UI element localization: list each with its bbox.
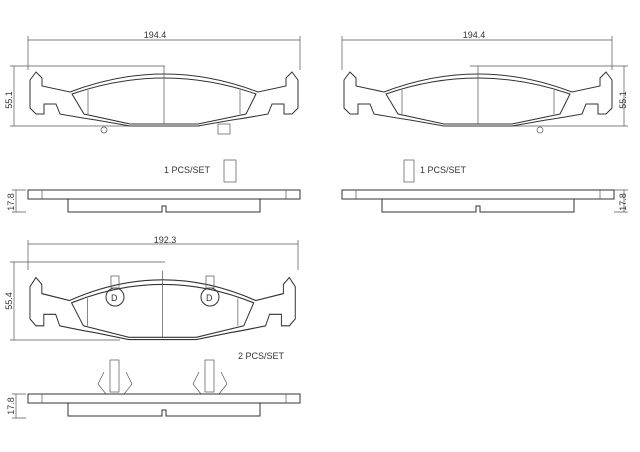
- width-label: 194.4: [463, 30, 486, 40]
- pad-side-view: [341, 189, 615, 213]
- width-label: 192.3: [154, 235, 177, 245]
- qty-label: 1 PCS/SET: [164, 165, 211, 175]
- svg-text:D: D: [111, 293, 118, 303]
- pad-drawing-3: 192.3 55.4 D D 2 PCS/SET 17.8: [4, 235, 301, 419]
- pad-drawing-2: 194.4 55.1 1 PCS/SET 17.8: [341, 30, 628, 213]
- pad-front-view: [29, 270, 296, 341]
- spring-clip-side-icon: [192, 359, 228, 395]
- clip-icon: D: [105, 275, 125, 307]
- thickness-label: 17.8: [6, 193, 16, 211]
- pad-front-view: [343, 65, 613, 127]
- wear-indicator-icon: [100, 126, 108, 134]
- svg-text:D: D: [206, 293, 213, 303]
- height-label: 55.1: [618, 91, 628, 109]
- pad-side-view: [27, 393, 301, 417]
- thickness-label: 17.8: [6, 397, 16, 415]
- spring-clip-side-icon: [97, 359, 133, 395]
- height-label: 55.4: [4, 292, 14, 310]
- qty-label: 1 PCS/SET: [420, 165, 467, 175]
- width-label: 194.4: [144, 30, 167, 40]
- pad-side-view: [27, 189, 301, 213]
- clip-icon: D: [200, 275, 220, 307]
- thickness-label: 17.8: [618, 193, 628, 211]
- sensor-clip-side-icon: [223, 159, 237, 183]
- wear-indicator-icon: [536, 126, 544, 134]
- qty-label: 2 PCS/SET: [238, 351, 285, 361]
- width-dimension-line: [27, 36, 301, 70]
- height-label: 55.1: [4, 91, 14, 109]
- pad-front-view: [29, 65, 299, 127]
- sensor-clip-side-icon: [403, 159, 415, 183]
- sensor-clip-icon: [217, 123, 231, 135]
- pad-drawing-1: 194.4 55.1 1 PCS/SET 17.8: [4, 30, 301, 213]
